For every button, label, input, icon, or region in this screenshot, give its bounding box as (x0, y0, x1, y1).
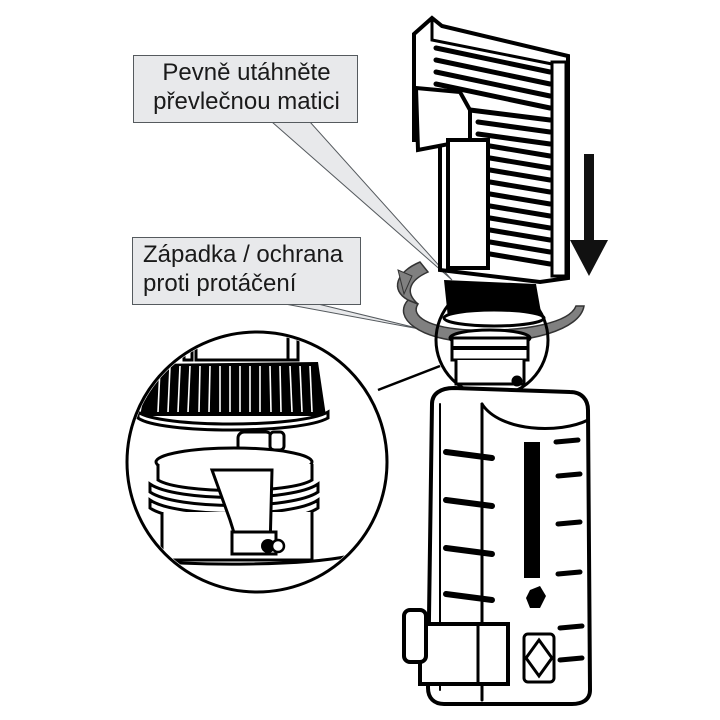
callout-2-line-2: proti protáčení (143, 270, 297, 297)
callout-1-line-1: Pevně utáhněte (162, 59, 331, 86)
callout-tighten-union-nut: Pevně utáhněte převlečnou matici (133, 55, 358, 123)
arrow-down-icon (570, 154, 608, 276)
callout-anti-rotation-latch: Západka / ochrana proti protáčení (132, 237, 361, 305)
bottle (402, 385, 593, 706)
detail-magnified-view (125, 330, 389, 594)
detail-connector (377, 364, 441, 392)
bottle-neck (448, 328, 532, 387)
union-nut (442, 280, 546, 328)
rotate-around-icon (396, 261, 585, 343)
filter-cartridge (412, 15, 570, 285)
callout-1-line-2: převlečnou matici (153, 88, 340, 115)
callout-2-line-1: Západka / ochrana (143, 241, 344, 268)
